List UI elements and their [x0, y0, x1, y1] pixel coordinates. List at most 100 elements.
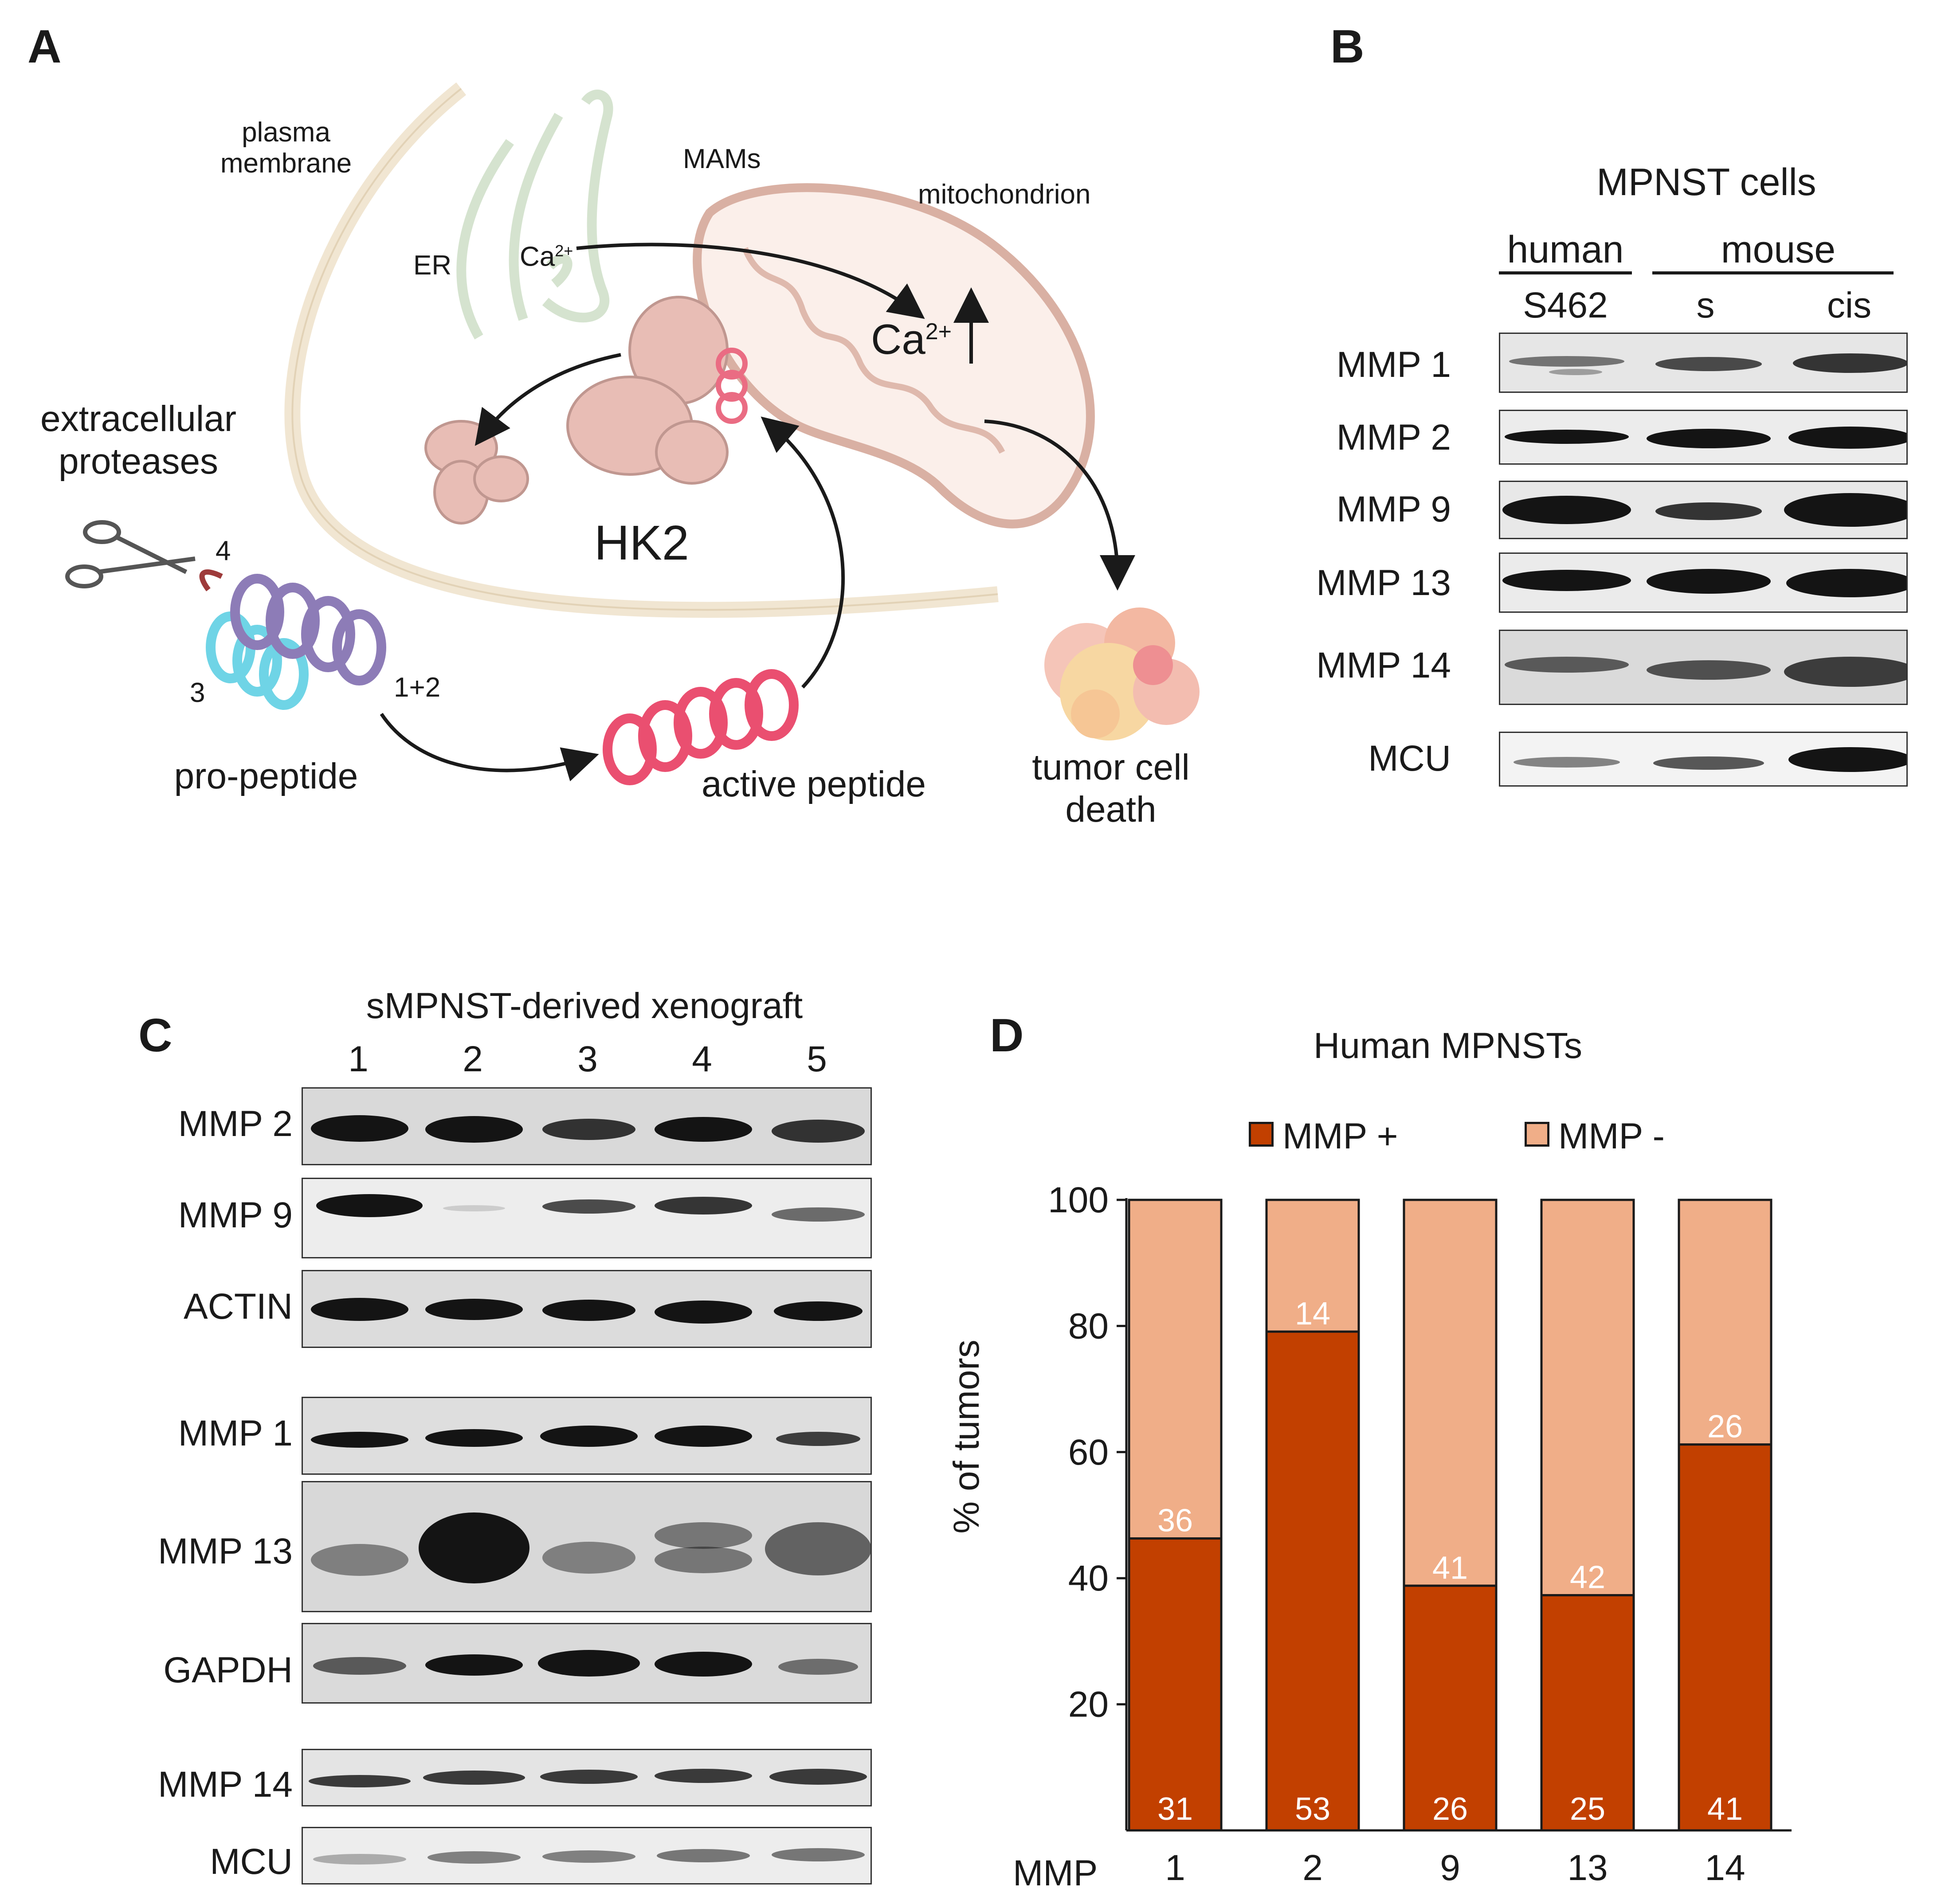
bar-segment-mmp-neg	[1678, 1199, 1772, 1446]
y-tick-label: 40	[1068, 1558, 1109, 1598]
blot-strip-mmp1	[302, 1397, 872, 1475]
hk2-helix-shape	[716, 348, 748, 424]
helix-3-label: 3	[190, 678, 205, 708]
legend-label-neg: MMP -	[1558, 1116, 1665, 1156]
lane-label: 1	[348, 1039, 369, 1079]
data-label-mmp-pos: 26	[1432, 1791, 1468, 1827]
tumor-cell-death-label-line1: tumor cell	[1032, 747, 1190, 787]
data-label-mmp-neg: 41	[1432, 1550, 1468, 1586]
y-tick-label: 100	[1048, 1180, 1109, 1220]
blot-row-label: MCU	[210, 1841, 293, 1882]
data-label-mmp-neg: 26	[1707, 1409, 1743, 1445]
group-human-rule	[1499, 271, 1632, 274]
x-category-label: 9	[1440, 1848, 1460, 1888]
blot-strip-gapdh	[302, 1623, 872, 1704]
blot-row-label: MCU	[1368, 738, 1451, 779]
ca-flux-arrow	[576, 243, 925, 319]
blot-row-label: ACTIN	[184, 1286, 293, 1327]
y-axis-label: % of tumors	[946, 1340, 987, 1534]
y-tick-label: 60	[1068, 1432, 1109, 1473]
blot-row-label: MMP 13	[1316, 563, 1451, 603]
y-tick-label: 80	[1068, 1306, 1109, 1346]
bar-segment-mmp-pos	[1265, 1330, 1360, 1832]
scissors-icon	[65, 520, 196, 588]
blot-row-label: MMP 9	[178, 1195, 293, 1235]
x-category-label: 13	[1567, 1848, 1608, 1888]
panel-b-letter: B	[1330, 20, 1365, 73]
lane-label: 3	[577, 1039, 598, 1079]
blot-strip-mmp14	[1499, 630, 1908, 705]
blot-row-label: MMP 9	[1336, 489, 1451, 529]
legend-swatch-pos	[1249, 1122, 1274, 1147]
tumor-cell-death-label-line2: death	[1065, 789, 1157, 830]
panel-a-letter: A	[27, 20, 62, 73]
blot-strip-mmp2	[1499, 410, 1908, 465]
lane-label: 4	[692, 1039, 712, 1079]
data-label-mmp-pos: 41	[1707, 1791, 1743, 1827]
bar-segment-mmp-neg	[1540, 1199, 1635, 1597]
lane-label: s	[1696, 285, 1715, 325]
blot-row-label: MMP 13	[158, 1531, 293, 1571]
blot-strip-mmp14	[302, 1749, 872, 1806]
panel-d-letter: D	[990, 1009, 1024, 1062]
bar-segment-mmp-pos	[1403, 1584, 1498, 1832]
tumor-cell-death-shape	[1044, 607, 1200, 740]
panel-c-letter: C	[138, 1009, 173, 1062]
y-tick-label: 20	[1068, 1685, 1109, 1725]
ca-large-label: Ca2+	[871, 316, 952, 363]
lane-label: 5	[807, 1039, 827, 1079]
blot-strip-mmp2	[302, 1087, 872, 1165]
panel-b-title: MPNST cells	[1596, 161, 1816, 204]
x-category-label: 1	[1165, 1848, 1185, 1888]
blot-strip-mmp13	[302, 1481, 872, 1612]
bar-segment-mmp-neg	[1403, 1199, 1498, 1587]
x-category-label: 14	[1705, 1848, 1745, 1888]
peptide-to-hk2-arrow	[761, 416, 845, 689]
blot-row-label: MMP 2	[1336, 417, 1451, 458]
chart-title: Human MPNSTs	[1313, 1026, 1583, 1066]
data-label-mmp-pos: 31	[1157, 1791, 1193, 1827]
legend-label-pos: MMP +	[1282, 1116, 1398, 1156]
blot-row-label: GAPDH	[163, 1650, 293, 1690]
data-label-mmp-pos: 25	[1570, 1791, 1605, 1827]
bar-segment-mmp-pos	[1128, 1537, 1223, 1832]
blot-strip-mmp9	[302, 1178, 872, 1258]
bar-segment-mmp-neg	[1128, 1199, 1223, 1540]
lane-label: 2	[463, 1039, 483, 1079]
mito-to-death-arrow	[984, 419, 1135, 591]
pro-to-active-arrow	[380, 713, 599, 782]
data-label-mmp-pos: 53	[1295, 1791, 1330, 1827]
hk2-protein-shape	[424, 296, 729, 525]
panel-c-title: sMPNST-derived xenograft	[366, 986, 803, 1026]
blot-row-label: MMP 14	[1316, 645, 1451, 686]
lane-label: S462	[1523, 285, 1608, 325]
blot-strip-actin	[302, 1270, 872, 1348]
pro-peptide-label: pro-peptide	[174, 756, 358, 796]
helix-1-2-label: 1+2	[394, 672, 441, 703]
blot-strip-mcu	[302, 1827, 872, 1884]
hk2-release-arrow	[474, 353, 621, 446]
er-label: ER	[413, 250, 452, 281]
blot-row-label: MMP 1	[178, 1413, 293, 1453]
active-peptide-label: active peptide	[701, 764, 926, 804]
x-axis-label: MMP	[1013, 1853, 1098, 1893]
legend-swatch-neg	[1525, 1122, 1549, 1147]
blot-row-label: MMP 14	[158, 1764, 293, 1805]
mams-label: MAMs	[683, 144, 761, 174]
plasma-membrane-label-line1: plasma	[242, 117, 330, 148]
helix-4-label: 4	[216, 536, 231, 566]
extracellular-proteases-label-line1: extracellular	[40, 399, 237, 439]
data-label-mmp-neg: 14	[1295, 1296, 1330, 1332]
x-category-label: 2	[1302, 1848, 1323, 1888]
bar-segment-mmp-pos	[1678, 1443, 1772, 1832]
er-shape	[456, 90, 613, 340]
data-label-mmp-neg: 42	[1570, 1560, 1605, 1595]
blot-row-label: MMP 2	[178, 1104, 293, 1144]
pro-peptide-shape	[199, 569, 386, 710]
blot-strip-mmp1	[1499, 333, 1908, 393]
extracellular-proteases-label-line2: proteases	[58, 441, 219, 482]
plasma-membrane-label-line2: membrane	[220, 148, 352, 179]
lane-label: cis	[1827, 285, 1872, 325]
blot-strip-mmp13	[1499, 552, 1908, 613]
